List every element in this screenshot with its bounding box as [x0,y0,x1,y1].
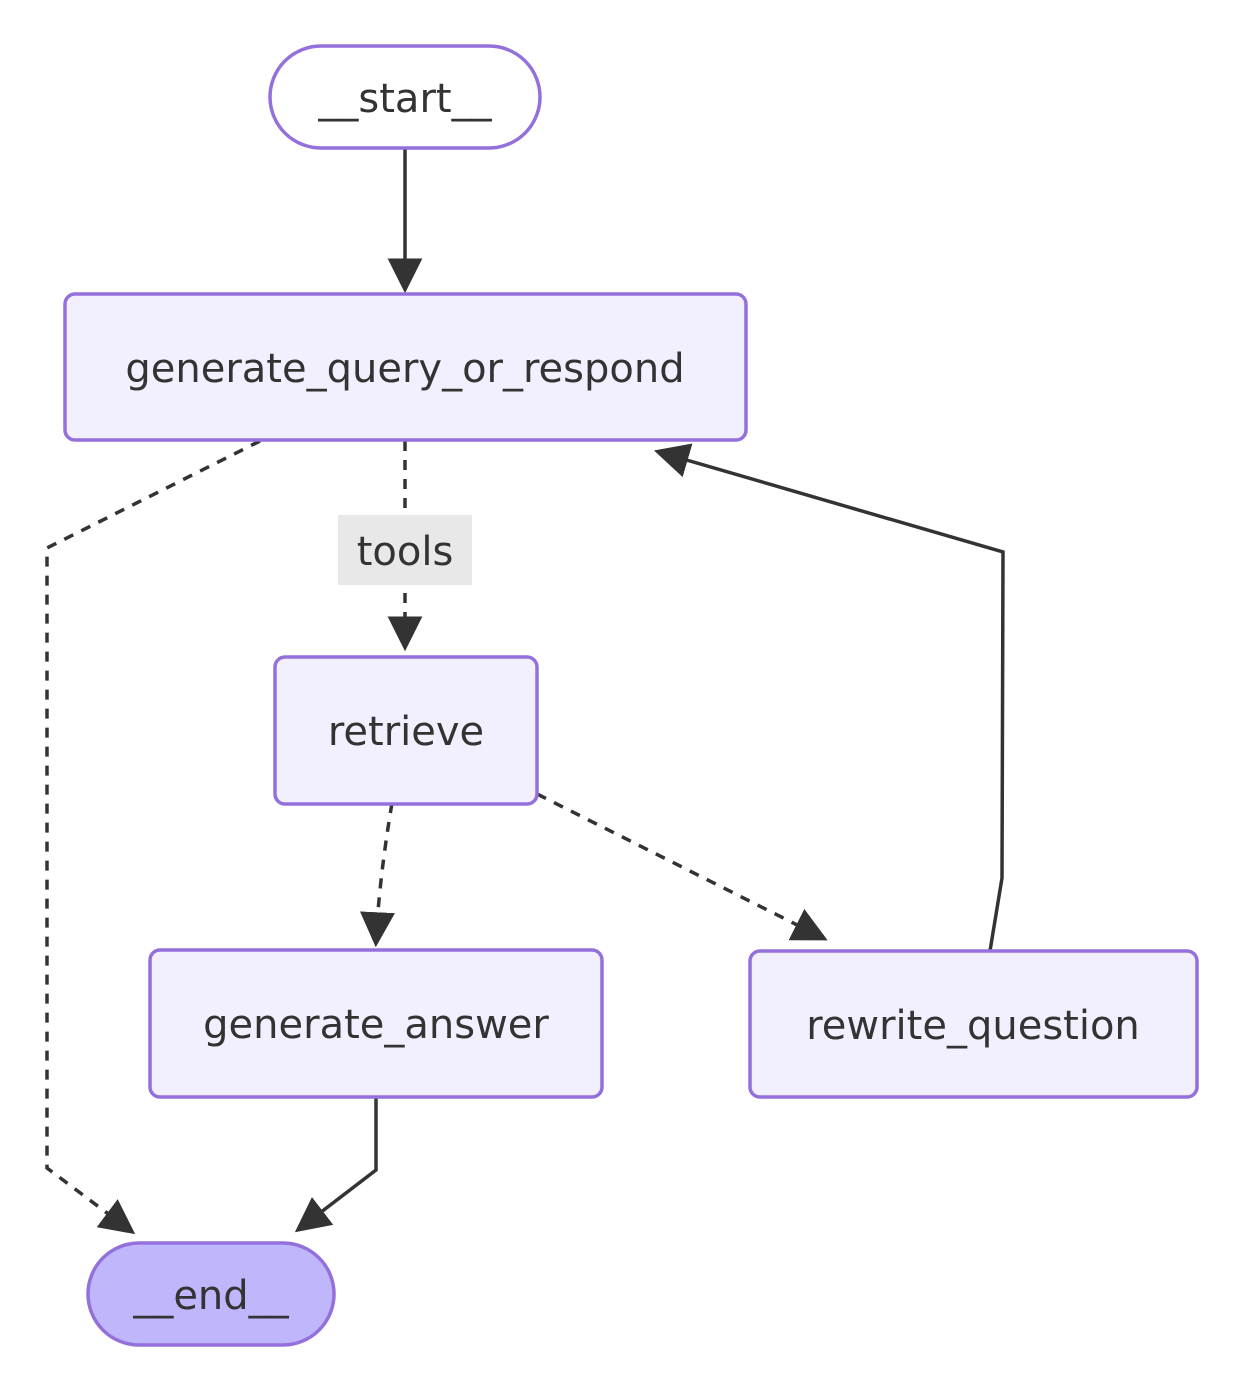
node-end-shape [86,1241,336,1347]
node-start: __start__ [268,44,542,150]
node-rewrite-question: rewrite_question [748,949,1199,1099]
node-retrieve: retrieve [273,655,539,806]
node-end-label: __end__ [132,1273,289,1319]
edge-retrieve-to-generate-answer [359,802,395,948]
node-generate-answer-shape [148,948,604,1099]
node-rewrite-question-label: rewrite_question [806,1003,1140,1049]
node-generate-answer: generate_answer [148,948,604,1099]
node-rewrite-question-shape [748,949,1199,1099]
edge-generate-query-or-respond-to-end [45,439,261,1235]
node-start-label: __start__ [317,76,492,122]
edge-label-tools-text: tools [357,529,454,575]
node-generate-query-or-respond-label: generate_query_or_respond [125,346,684,392]
edge-rewrite-question-to-generate-query-or-respond [653,443,1005,952]
node-generate-answer-label: generate_answer [203,1002,549,1048]
node-start-shape [268,44,542,150]
node-retrieve-shape [273,655,539,806]
edge-label-tools-bg [338,515,472,585]
edge-generate-answer-to-end [294,1098,378,1233]
node-retrieve-label: retrieve [328,709,484,755]
edge-retrieve-to-rewrite-question [536,792,828,941]
node-end: __end__ [86,1241,336,1347]
node-generate-query-or-respond: generate_query_or_respond [63,292,748,442]
node-generate-query-or-respond-shape [63,292,748,442]
edge-label-tools: tools [338,515,472,585]
